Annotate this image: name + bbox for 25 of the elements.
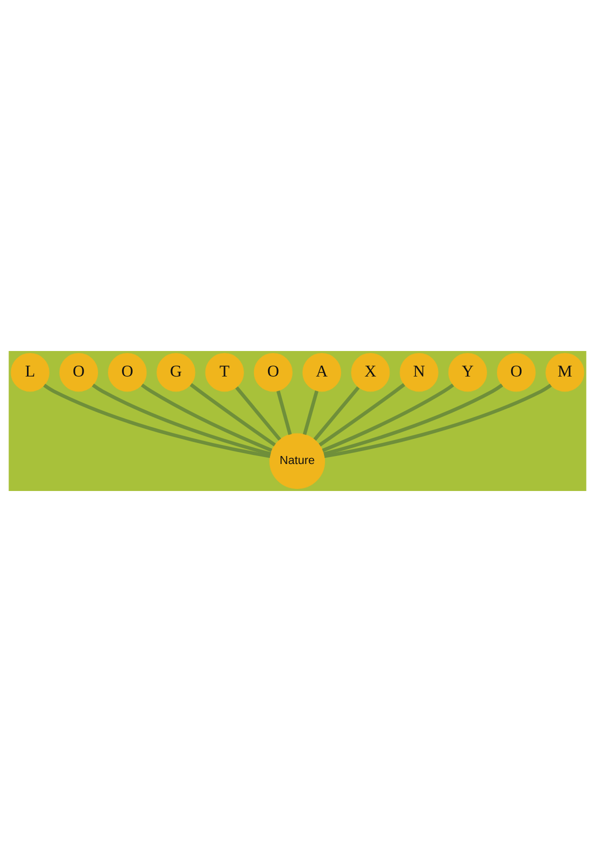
node-circle: Y [448, 353, 487, 392]
node-circle: O [108, 353, 147, 392]
node-circle: X [351, 353, 390, 392]
node-circle: A [302, 353, 342, 392]
node-circle: L [10, 353, 50, 392]
connector [324, 384, 552, 458]
connector [43, 384, 270, 458]
connector [318, 383, 406, 446]
connector [276, 390, 292, 435]
node-circle: Nature [269, 433, 326, 489]
node-circle: N [400, 353, 438, 392]
connector [92, 384, 272, 456]
node-circle: M [546, 353, 584, 392]
connector [313, 386, 360, 441]
connector [235, 386, 282, 441]
connector [322, 384, 454, 452]
node-circle: G [156, 353, 196, 392]
connector [140, 384, 272, 452]
connector [302, 390, 318, 435]
node-circle: O [254, 353, 293, 392]
connector [323, 384, 504, 456]
connector [190, 383, 276, 446]
node-circle: O [496, 353, 536, 392]
node-circle: O [59, 353, 98, 392]
node-circle: T [205, 353, 244, 392]
